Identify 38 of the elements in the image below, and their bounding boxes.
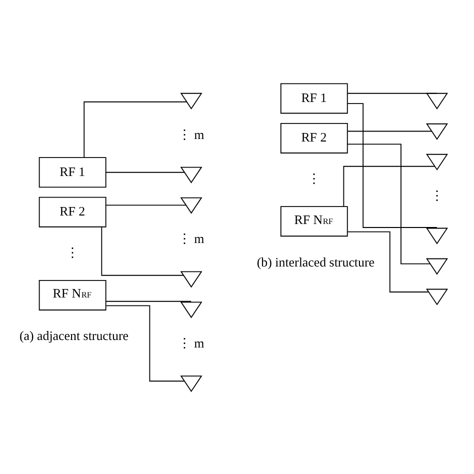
label: ⋮ [430, 187, 444, 202]
connector [106, 204, 186, 206]
label: (a) adjacent structure [19, 328, 129, 343]
label: ⋮ [66, 244, 80, 260]
label: ⋮ m [178, 230, 204, 246]
node-triangle [180, 375, 202, 392]
node-triangle [426, 153, 448, 170]
connector [106, 300, 192, 302]
node-triangle [180, 270, 202, 288]
node-box: RF 1 [38, 156, 106, 188]
connector [343, 165, 436, 206]
connector [347, 230, 429, 292]
node-triangle [426, 227, 448, 244]
node-triangle [180, 166, 202, 183]
connector [347, 102, 438, 228]
connector [106, 304, 185, 382]
node-triangle [426, 288, 448, 305]
connector [347, 92, 438, 94]
label: (b) interlaced structure [256, 254, 375, 269]
node-triangle [180, 92, 202, 109]
node-box: RF 2 [280, 122, 348, 153]
label: ⋮ [308, 170, 321, 186]
connector [84, 100, 188, 158]
node-triangle [180, 301, 202, 318]
node-box: RF 2 [38, 196, 106, 227]
node-triangle [426, 258, 448, 274]
node-box: RF NRF [280, 206, 348, 236]
node-box: RF 1 [280, 82, 348, 114]
connector [347, 130, 432, 132]
connector [347, 143, 430, 264]
connector [101, 226, 184, 276]
node-box: RF NRF [38, 280, 106, 310]
label: ⋮ m [178, 126, 204, 142]
node-triangle [426, 122, 448, 140]
node-triangle [180, 196, 202, 214]
node-triangle [426, 92, 448, 109]
label: ⋮ m [178, 335, 204, 350]
connector [106, 171, 185, 172]
